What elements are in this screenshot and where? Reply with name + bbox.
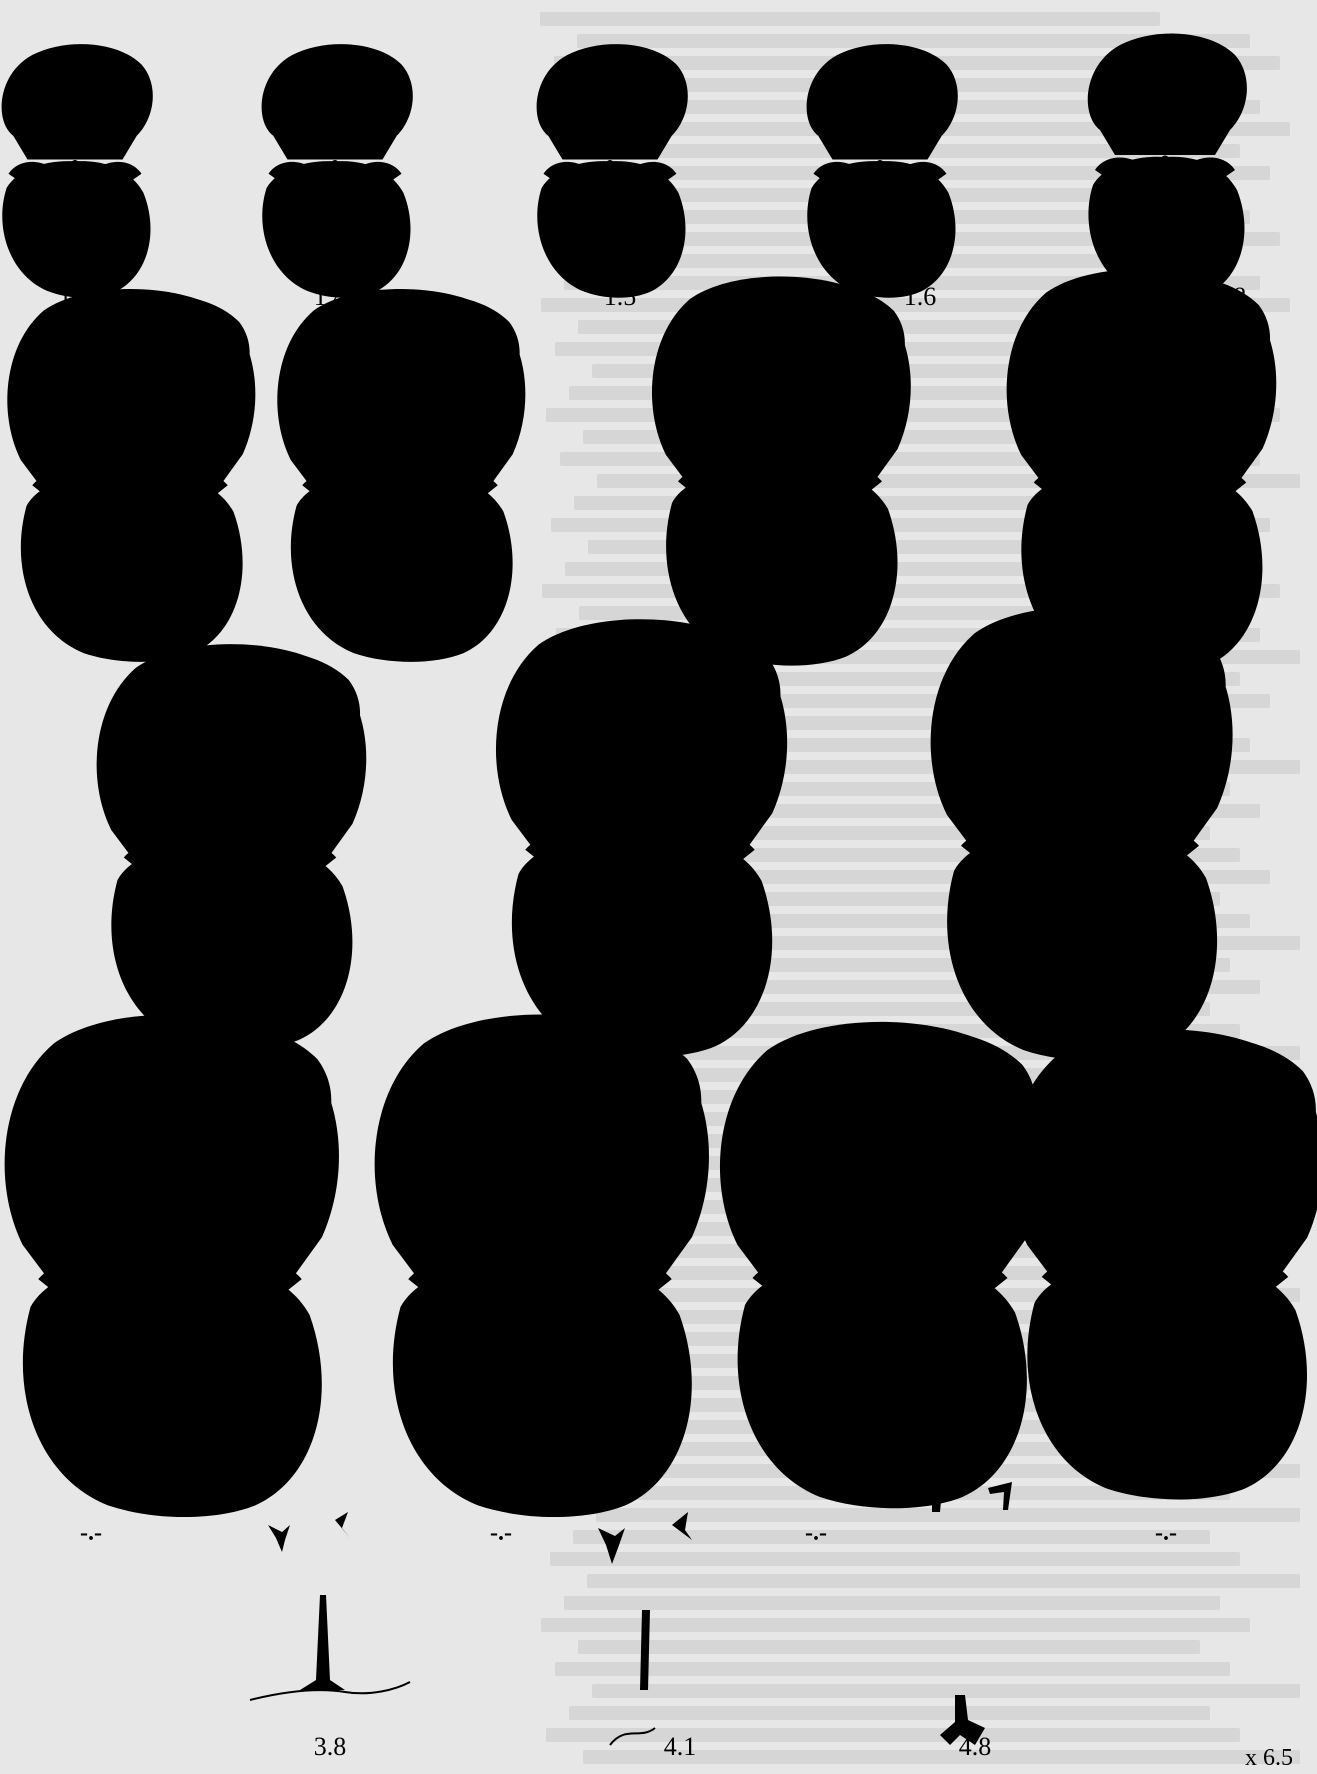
fragment-3-8: 3.8 xyxy=(250,1595,410,1761)
dorsal-outline xyxy=(277,289,525,483)
ventral-outline xyxy=(1027,1258,1307,1500)
glyph-mark xyxy=(672,1512,692,1540)
separator-mark: -.- xyxy=(490,1520,512,1546)
separator-mark: -.- xyxy=(80,1520,102,1546)
section-label: 1.6 xyxy=(904,282,937,311)
glyph-mark xyxy=(335,1512,350,1538)
ventral-outline xyxy=(23,1259,322,1517)
ventral-outline xyxy=(537,160,685,298)
cross-section-1-2 xyxy=(2,44,153,298)
separator-mark: -.- xyxy=(1155,1520,1177,1546)
ventral-outline xyxy=(2,160,150,298)
dorsal-outline xyxy=(537,44,688,159)
cross-section-3-1 xyxy=(5,1014,339,1517)
glyph-mark xyxy=(988,1482,1012,1510)
section-label: 2 xyxy=(104,602,117,631)
fragment-label: 3.8 xyxy=(314,1732,347,1761)
section-label: 2.95 xyxy=(1067,987,1113,1016)
cross-section-1-6 xyxy=(807,44,958,298)
section-label: 1.5 xyxy=(604,282,637,311)
fragment-4-1: 4.1 xyxy=(610,1610,696,1761)
cross-section-1-8 xyxy=(1088,34,1247,301)
cross-section-3-2 xyxy=(375,1014,709,1517)
scale-label: x 6.5 xyxy=(1245,1745,1293,1771)
section-label: 2.35 xyxy=(217,987,263,1016)
ventral-outline xyxy=(393,1259,692,1517)
ventral-outline xyxy=(947,827,1217,1060)
dorsal-outline xyxy=(7,289,255,483)
section-label: 3.1 xyxy=(144,1407,177,1436)
section-label: 3.7 xyxy=(1209,1407,1242,1436)
glyph-mark xyxy=(598,1528,625,1564)
ventral-outline xyxy=(291,470,513,662)
dorsal-outline xyxy=(496,619,787,847)
dorsal-outline xyxy=(2,44,153,159)
cross-section-1-5 xyxy=(537,44,688,298)
section-label: 2.6 xyxy=(629,987,662,1016)
dorsal-outline xyxy=(807,44,958,159)
cross-section-3-7 xyxy=(1010,1029,1317,1499)
fragment-label: 4.1 xyxy=(664,1732,697,1761)
section-label: 1.2 xyxy=(59,282,92,311)
dorsal-outline xyxy=(720,1022,1044,1275)
section-label: 2.15 xyxy=(737,602,783,631)
section-label: 1.8 xyxy=(1214,282,1247,311)
cross-section-2 xyxy=(7,289,255,662)
ventral-outline xyxy=(738,1258,1027,1508)
dorsal-outline xyxy=(931,607,1233,843)
fragment-label: 4.8 xyxy=(959,1732,992,1761)
separator-mark: -.- xyxy=(805,1520,827,1546)
dorsal-outline xyxy=(1088,34,1247,155)
dorsal-outline xyxy=(1010,1029,1317,1274)
ventral-outline xyxy=(262,160,410,298)
dorsal-outline xyxy=(652,277,911,480)
section-label: 2.2 xyxy=(1104,602,1137,631)
section-label: 3.2 xyxy=(489,1407,522,1436)
section-label: 3.3 xyxy=(859,1407,892,1436)
dorsal-outline xyxy=(5,1014,339,1276)
cross-section-1-4 xyxy=(262,44,413,298)
dorsal-outline xyxy=(375,1014,709,1276)
dorsal-outline xyxy=(97,644,367,855)
ventral-outline xyxy=(807,160,955,298)
glyph-mark xyxy=(268,1525,290,1552)
section-label: 1.4 xyxy=(314,282,347,311)
dorsal-outline xyxy=(262,44,413,159)
ventral-outline xyxy=(21,470,243,662)
section-label: 2.1 xyxy=(384,602,417,631)
fragment-4-8: 4.8 xyxy=(940,1695,991,1761)
